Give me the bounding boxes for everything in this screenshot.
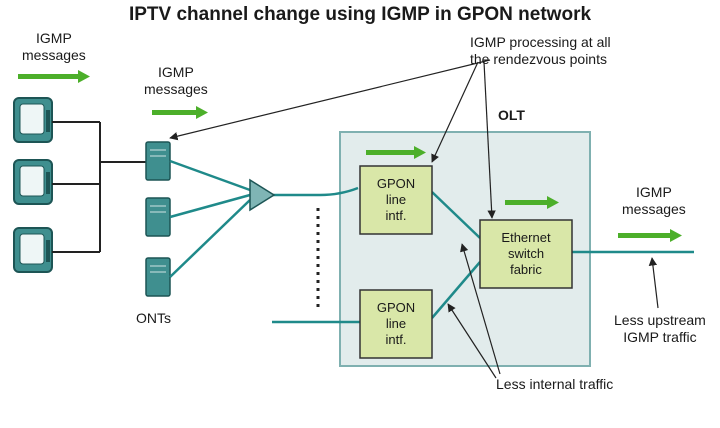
label-less-upstream: Less upstream IGMP traffic xyxy=(614,312,706,345)
switch-label: Ethernet switch fabric xyxy=(501,230,551,277)
ont-icon-3 xyxy=(145,257,171,297)
ont-icon-2 xyxy=(145,197,171,237)
label-igmp-messages-right: IGMP messages xyxy=(622,184,686,217)
tv-wiring xyxy=(52,121,146,253)
label-olt: OLT xyxy=(498,107,525,123)
label-onts: ONTs xyxy=(136,310,171,326)
gpon-top-box xyxy=(359,165,433,235)
fiber-lines xyxy=(169,159,694,324)
switch-box xyxy=(479,219,573,289)
tv-icon-3 xyxy=(13,227,53,273)
pointer-arrows xyxy=(169,59,659,379)
label-less-internal: Less internal traffic xyxy=(496,376,614,392)
ont-icon-1 xyxy=(145,141,171,181)
gpon-bottom-box xyxy=(359,289,433,359)
gpon-top-label: GPON line intf. xyxy=(376,176,416,223)
splitter-icon xyxy=(249,178,276,212)
diagram-title: IPTV channel change using IGMP in GPON n… xyxy=(128,4,592,25)
tv-icon-1 xyxy=(13,97,53,143)
tv-icon-2 xyxy=(13,159,53,205)
label-igmp-processing: IGMP processing at all the rendezvous po… xyxy=(470,34,611,67)
label-igmp-messages-left: IGMP messages xyxy=(22,30,86,63)
label-igmp-messages-mid: IGMP messages xyxy=(144,64,208,97)
green-arrows xyxy=(18,70,682,242)
gpon-bottom-label: GPON line intf. xyxy=(376,300,416,347)
